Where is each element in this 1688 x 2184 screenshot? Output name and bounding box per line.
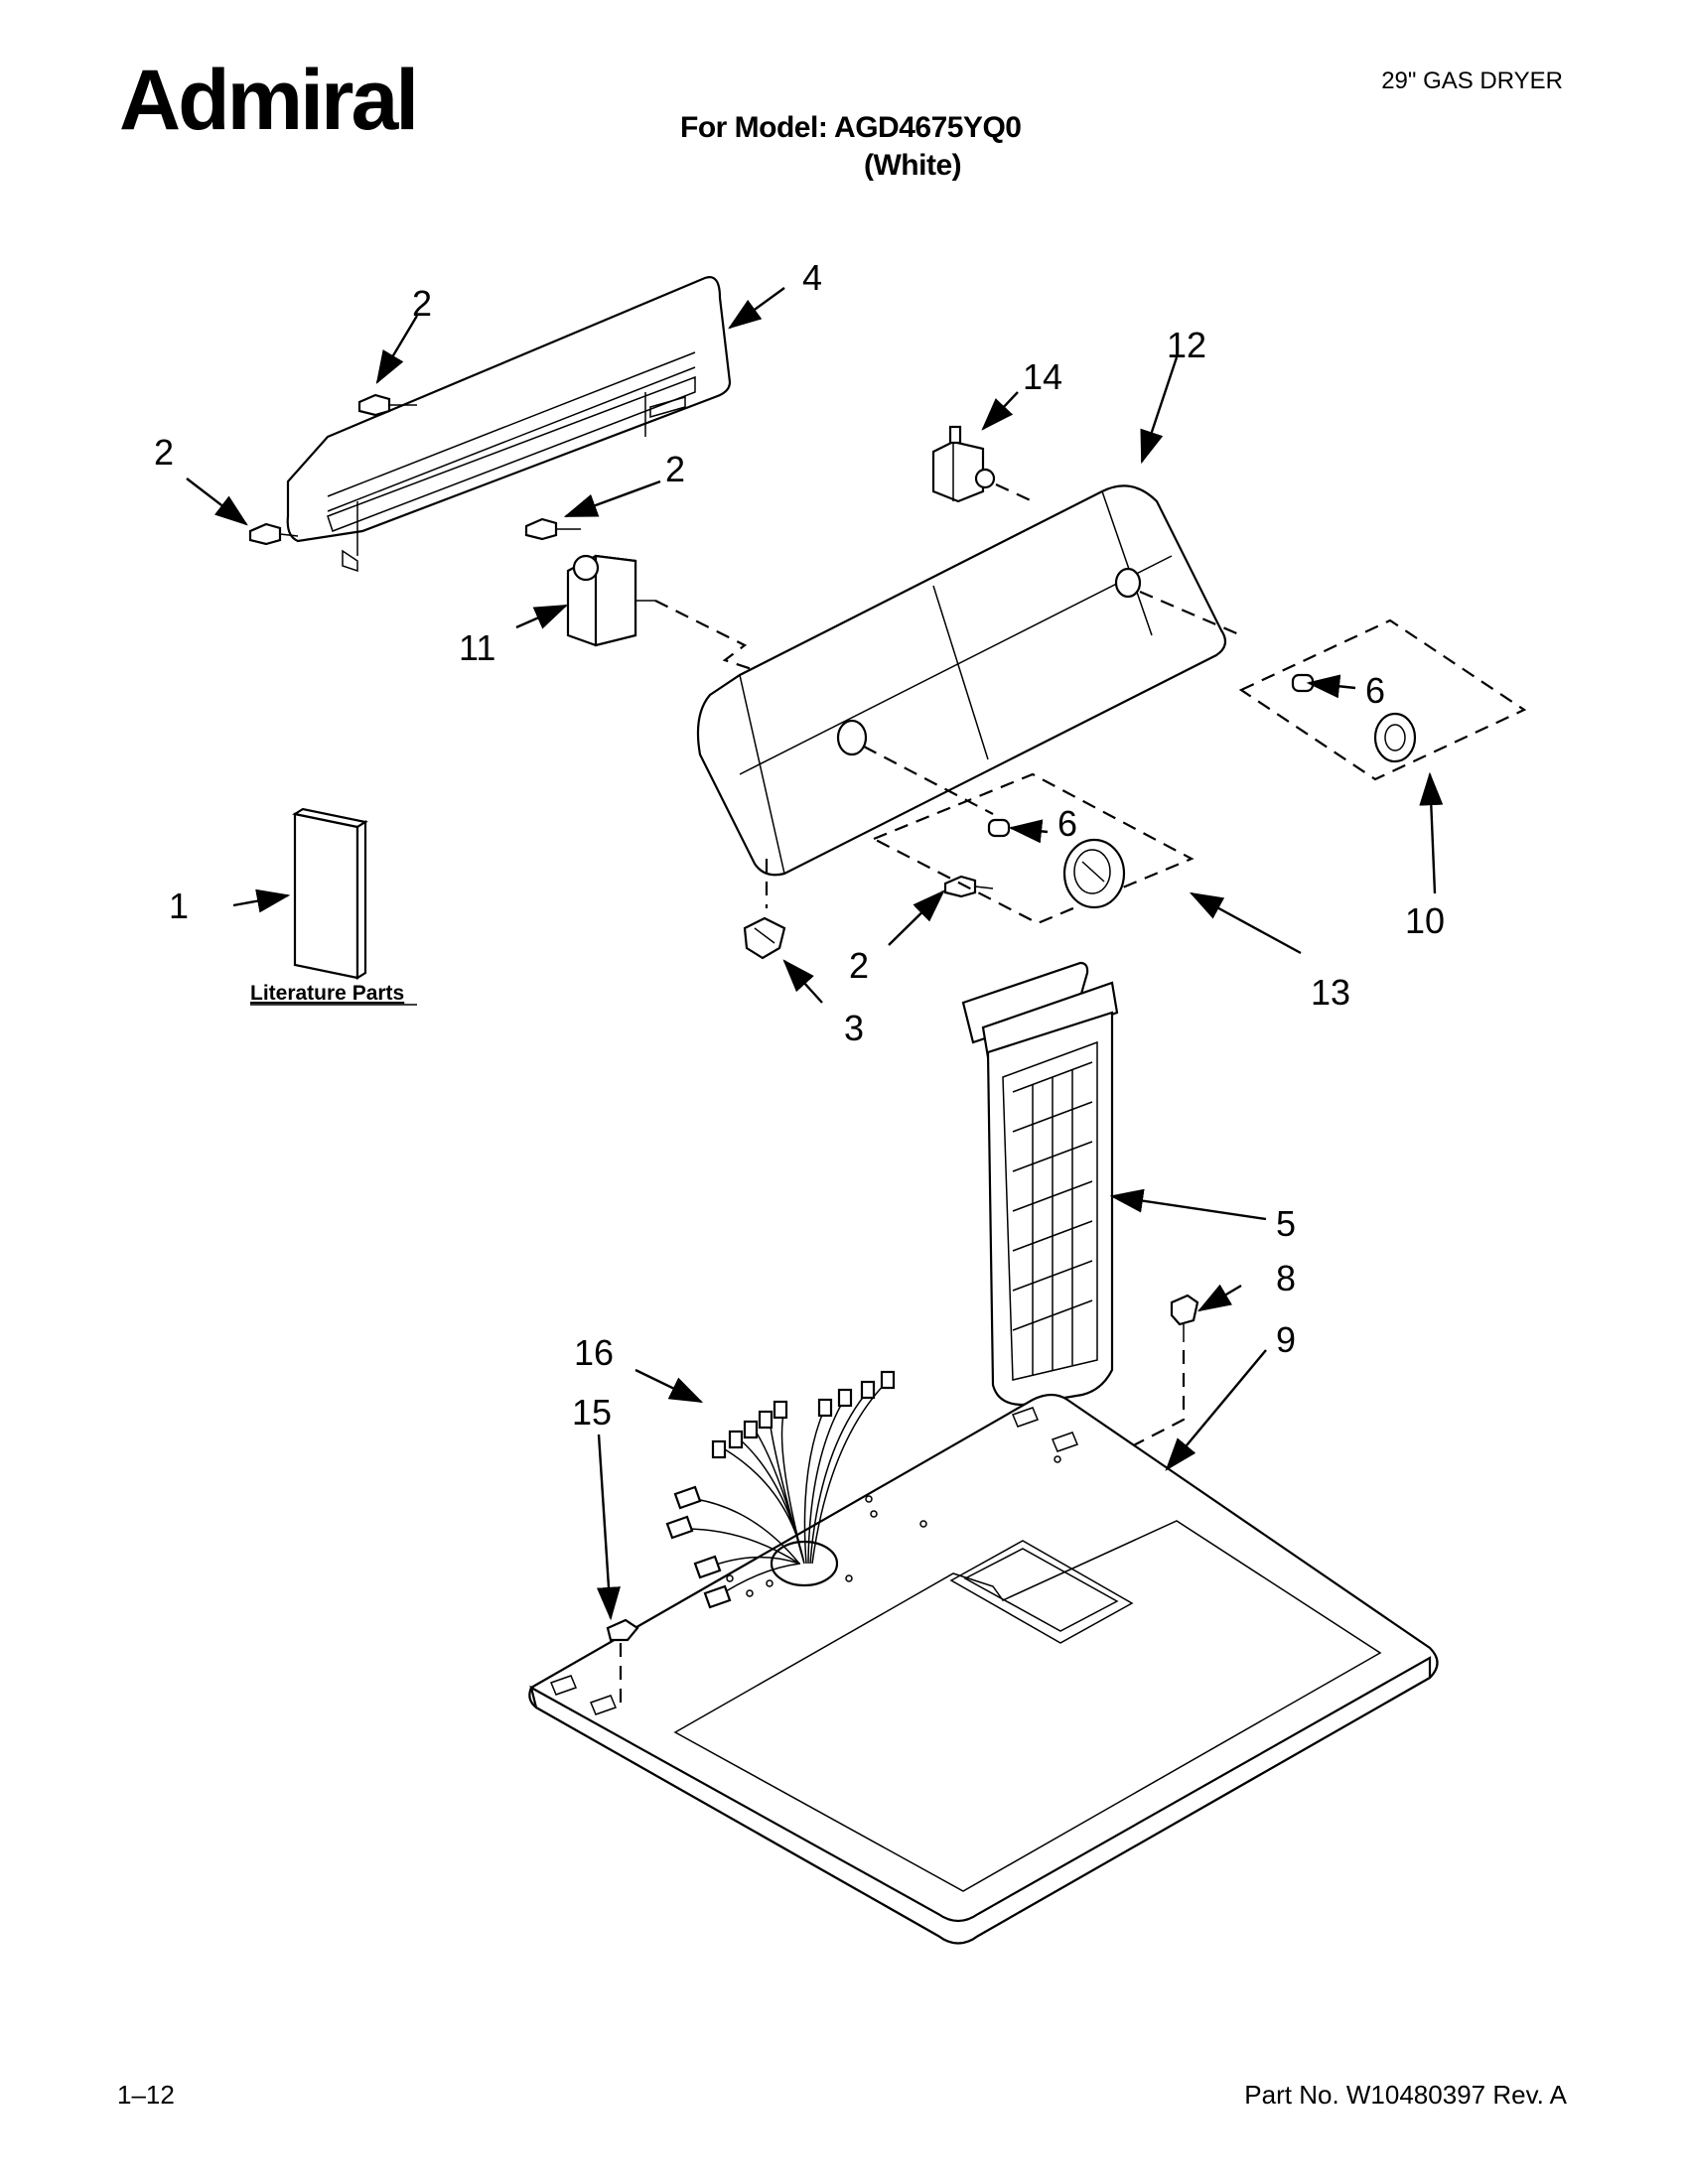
- callout-2: 2: [665, 449, 685, 489]
- callout-labels: 1 2 2 2 2 2 3 4 5 6 6 8 9 10 11 12 13 14…: [154, 257, 1445, 1433]
- switch-part: [931, 425, 1034, 503]
- callout-9: 9: [1276, 1319, 1296, 1360]
- rear-panel-part: [286, 276, 732, 573]
- top-panel-part: [528, 1393, 1439, 1945]
- literature-part: [292, 807, 368, 980]
- callout-2: 2: [154, 432, 174, 473]
- literature-parts-label: Literature Parts: [250, 982, 404, 1005]
- timer-knob-part: [871, 772, 1195, 925]
- callout-2: 2: [412, 283, 432, 324]
- callout-3: 3: [844, 1008, 864, 1048]
- model-number: For Model: AGD4675YQ0: [680, 111, 1022, 144]
- callout-11: 11: [459, 627, 495, 668]
- screw-part: [357, 393, 417, 417]
- callout-2: 2: [849, 945, 869, 986]
- callout-6: 6: [1057, 803, 1077, 844]
- callout-15: 15: [572, 1392, 612, 1433]
- callout-6: 6: [1365, 670, 1385, 711]
- callout-14: 14: [1023, 356, 1062, 397]
- screw-part: [1121, 1294, 1199, 1452]
- callout-13: 13: [1311, 972, 1350, 1013]
- product-type: 29" GAS DRYER: [1381, 68, 1563, 94]
- screw-part: [524, 517, 581, 541]
- screw-part: [248, 522, 299, 546]
- lint-screen-part: [961, 961, 1119, 1549]
- screw-part: [943, 875, 994, 898]
- wire-harness-part: [665, 1370, 896, 1609]
- clip-part: [743, 859, 786, 960]
- sensor-part: [606, 1618, 639, 1707]
- brand-logo: Admiral: [119, 53, 419, 148]
- callout-5: 5: [1276, 1203, 1296, 1244]
- timer-part: [566, 554, 756, 672]
- callout-4: 4: [802, 257, 822, 298]
- callout-10: 10: [1405, 900, 1445, 941]
- page-number: 1–12: [117, 2080, 175, 2110]
- callout-8: 8: [1276, 1258, 1296, 1298]
- callout-16: 16: [574, 1332, 614, 1373]
- callout-1: 1: [169, 886, 189, 926]
- part-number: Part No. W10480397 Rev. A: [1244, 2080, 1567, 2110]
- callout-12: 12: [1167, 325, 1206, 365]
- model-color: (White): [864, 148, 962, 182]
- model-info: For Model: AGD4675YQ0 (White): [680, 109, 1022, 184]
- leader-arrows: [186, 287, 1444, 1621]
- control-console-part: [696, 484, 1242, 877]
